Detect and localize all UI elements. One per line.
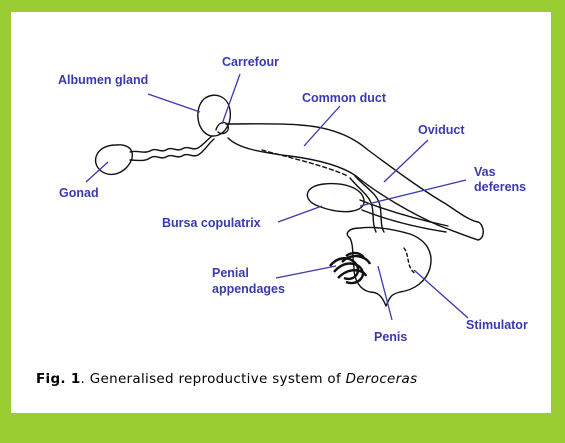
label-carrefour: Carrefour — [222, 55, 279, 69]
label-vas-deferens-2: deferens — [474, 180, 526, 194]
prostate-dashed-line — [262, 150, 348, 176]
label-bursa-copulatrix: Bursa copulatrix — [162, 216, 261, 230]
label-penis: Penis — [374, 330, 407, 344]
pointer-oviduct — [384, 140, 428, 182]
label-common-duct: Common duct — [302, 91, 387, 105]
pointer-vas-deferens — [360, 180, 466, 206]
oviduct-end — [478, 222, 483, 240]
label-vas-deferens-1: Vas — [474, 165, 496, 179]
label-penial-appendages-1: Penial — [212, 266, 249, 280]
pointer-bursa-copulatrix — [278, 206, 322, 222]
caption-genus: Deroceras — [346, 371, 418, 387]
pointer-penial-appendages — [276, 266, 336, 278]
label-stimulator: Stimulator — [466, 318, 528, 332]
penial-appendages-shape — [330, 253, 370, 283]
pointer-albumen-gland — [148, 94, 200, 112]
label-albumen-gland: Albumen gland — [58, 73, 148, 87]
label-penial-appendages-2: appendages — [212, 282, 285, 296]
common-duct-shape — [226, 124, 478, 240]
pointer-penis — [378, 266, 392, 320]
label-oviduct: Oviduct — [418, 123, 465, 137]
gonad-shape — [96, 145, 133, 175]
caption-text: . Generalised reproductive system of — [81, 371, 346, 387]
label-gonad: Gonad — [59, 186, 99, 200]
caption-fig-label: Fig. 1 — [36, 371, 81, 387]
pointer-stimulator — [414, 270, 468, 318]
hermaphrodite-duct — [130, 136, 214, 161]
figure-caption: Fig. 1. Generalised reproductive system … — [36, 371, 417, 387]
bursa-copulatrix-shape — [307, 184, 364, 212]
